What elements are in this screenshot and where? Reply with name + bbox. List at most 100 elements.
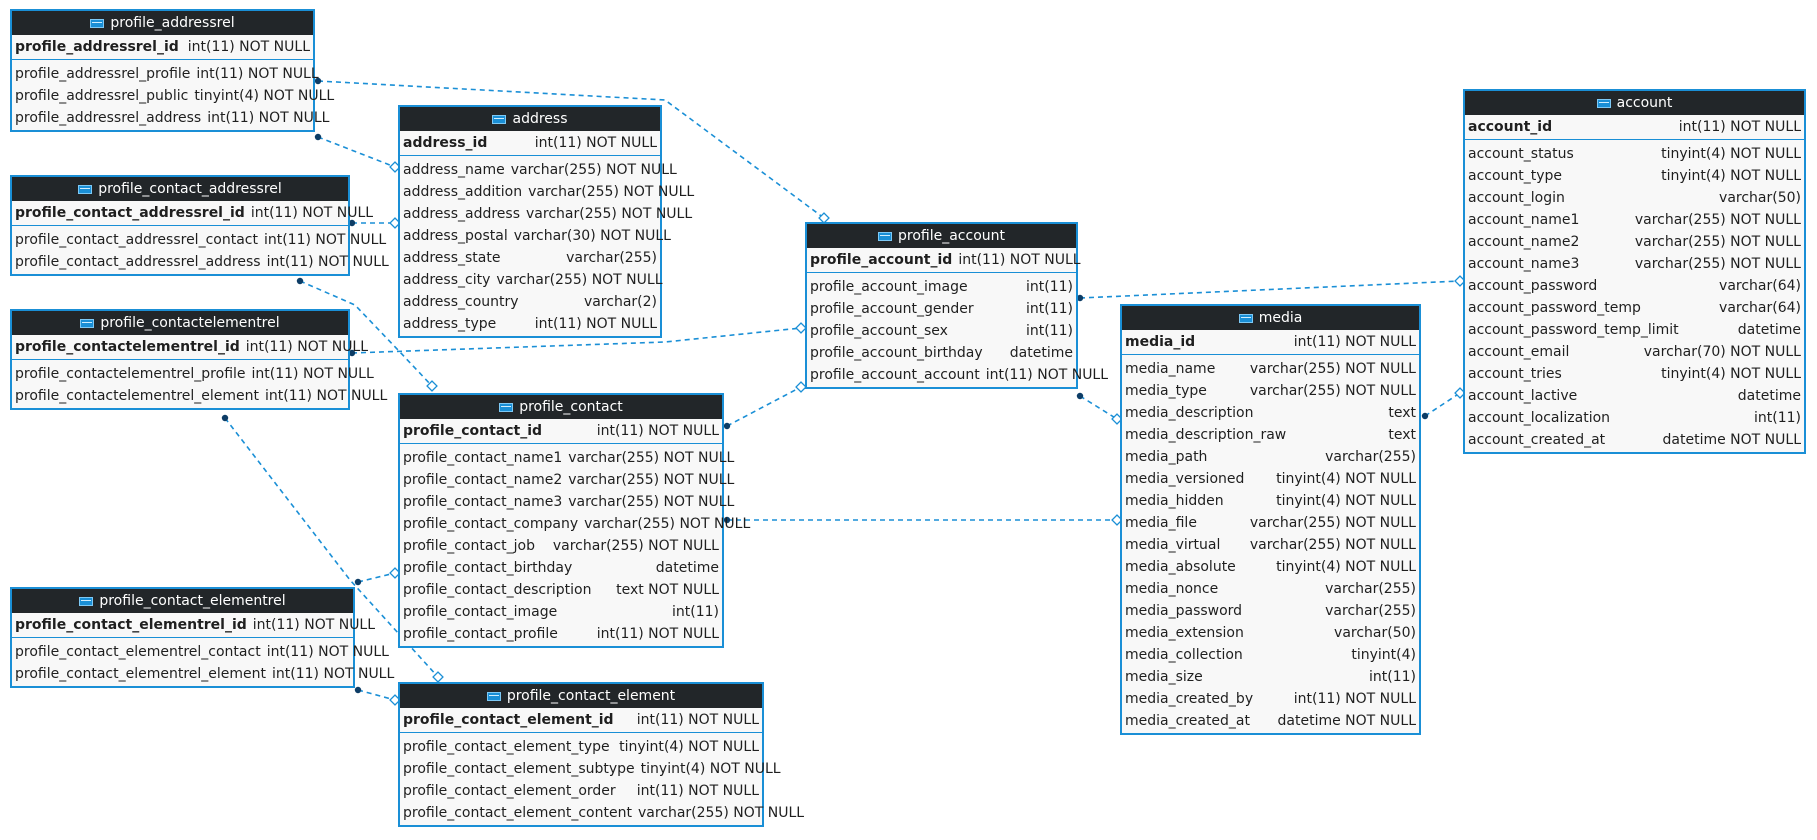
table-header[interactable]: profile_contactelementrel: [12, 311, 348, 335]
table-header[interactable]: account: [1465, 91, 1804, 115]
relation-profile_addressrel-to-address[interactable]: [314, 133, 401, 173]
table-header[interactable]: profile_contact_addressrel: [12, 177, 348, 201]
relation-profile_account-to-media[interactable]: [1076, 392, 1123, 425]
relation-profile_contact_elementrel-to-profile_contact[interactable]: [354, 567, 401, 586]
relation-profile_contact_elementrel-to-profile_contact_element[interactable]: [354, 686, 401, 706]
table-header[interactable]: profile_addressrel: [12, 11, 313, 35]
relation-profile_contact-to-media[interactable]: [723, 514, 1123, 526]
table-header[interactable]: address: [400, 107, 660, 131]
table-header[interactable]: profile_account: [807, 224, 1076, 248]
table-header[interactable]: media: [1122, 306, 1419, 330]
relation-profile_account-to-account[interactable]: [1076, 275, 1466, 302]
table-header[interactable]: profile_contact: [400, 395, 722, 419]
relation-media-to-account[interactable]: [1421, 387, 1466, 420]
table-header[interactable]: profile_contact_elementrel: [12, 589, 353, 613]
table-header[interactable]: profile_contact_element: [400, 684, 762, 708]
